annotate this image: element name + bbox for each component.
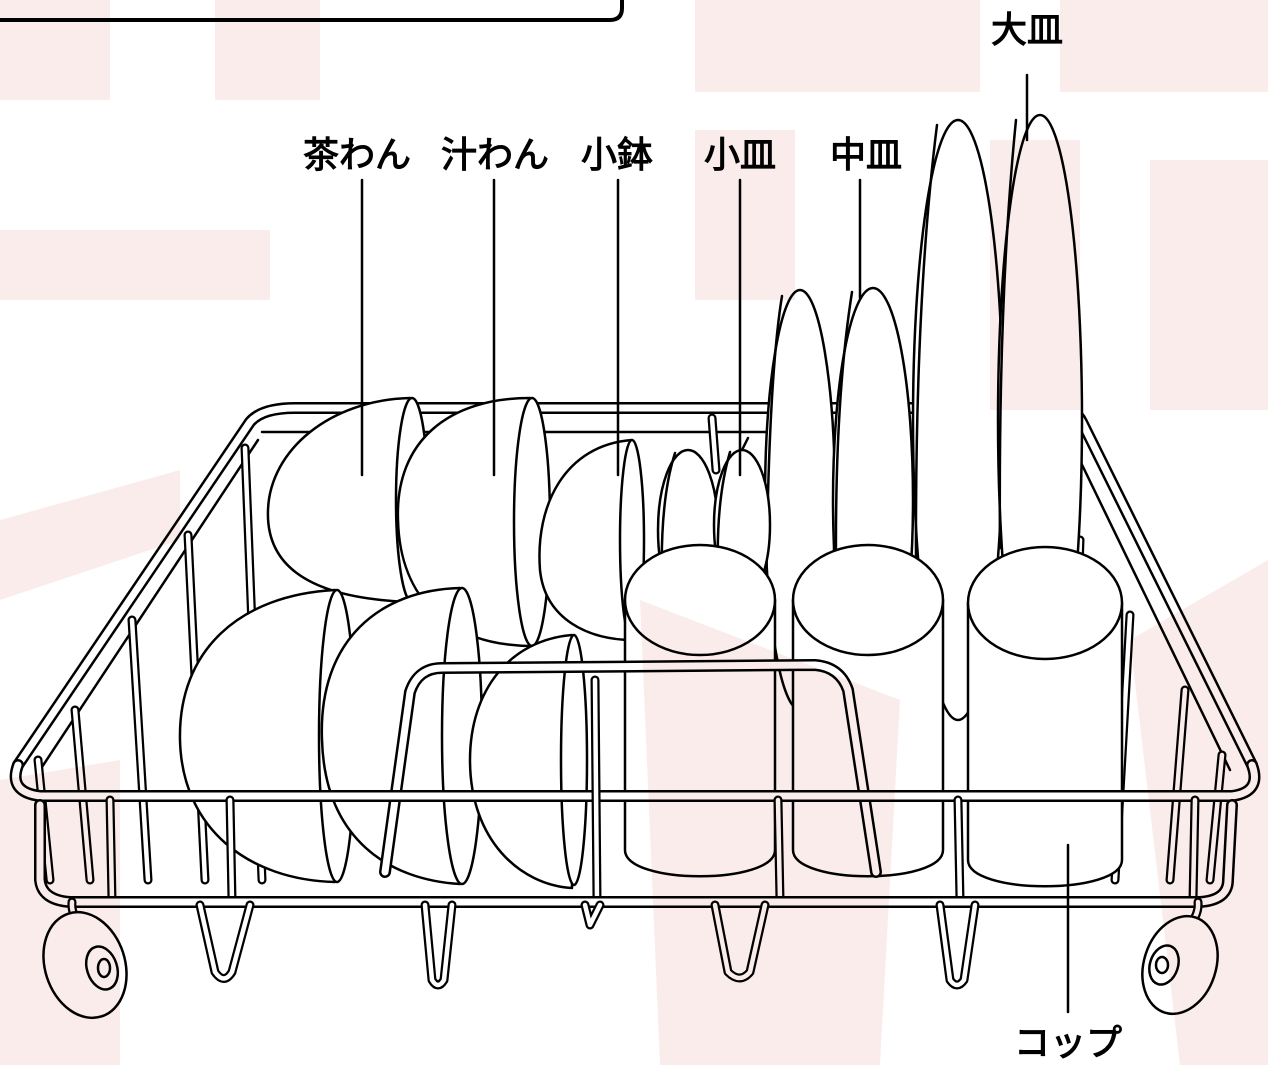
label-soup-bowl: 汁わん	[441, 135, 549, 176]
rice-bowl-body	[266, 396, 412, 604]
leader-lines	[360, 73, 1070, 1014]
label-cup: コップ	[1014, 1023, 1122, 1064]
soup-bowl-back	[396, 396, 552, 648]
small-bowl-front	[468, 633, 589, 890]
back-pin	[740, 436, 750, 452]
label-small-plate: 小皿	[704, 135, 776, 176]
label-rice-bowl: 茶わん	[303, 135, 411, 176]
label-large-plate: 大皿	[991, 10, 1063, 51]
small-bowl-body	[538, 438, 634, 642]
callout-frame-edge	[0, 0, 624, 22]
labels: 大皿 茶わん 汁わん 小鉢 小皿 中皿 コップ	[303, 10, 1122, 1064]
label-medium-plate: 中皿	[830, 135, 902, 176]
label-small-bowl: 小鉢	[581, 134, 653, 176]
cup	[966, 545, 1124, 888]
